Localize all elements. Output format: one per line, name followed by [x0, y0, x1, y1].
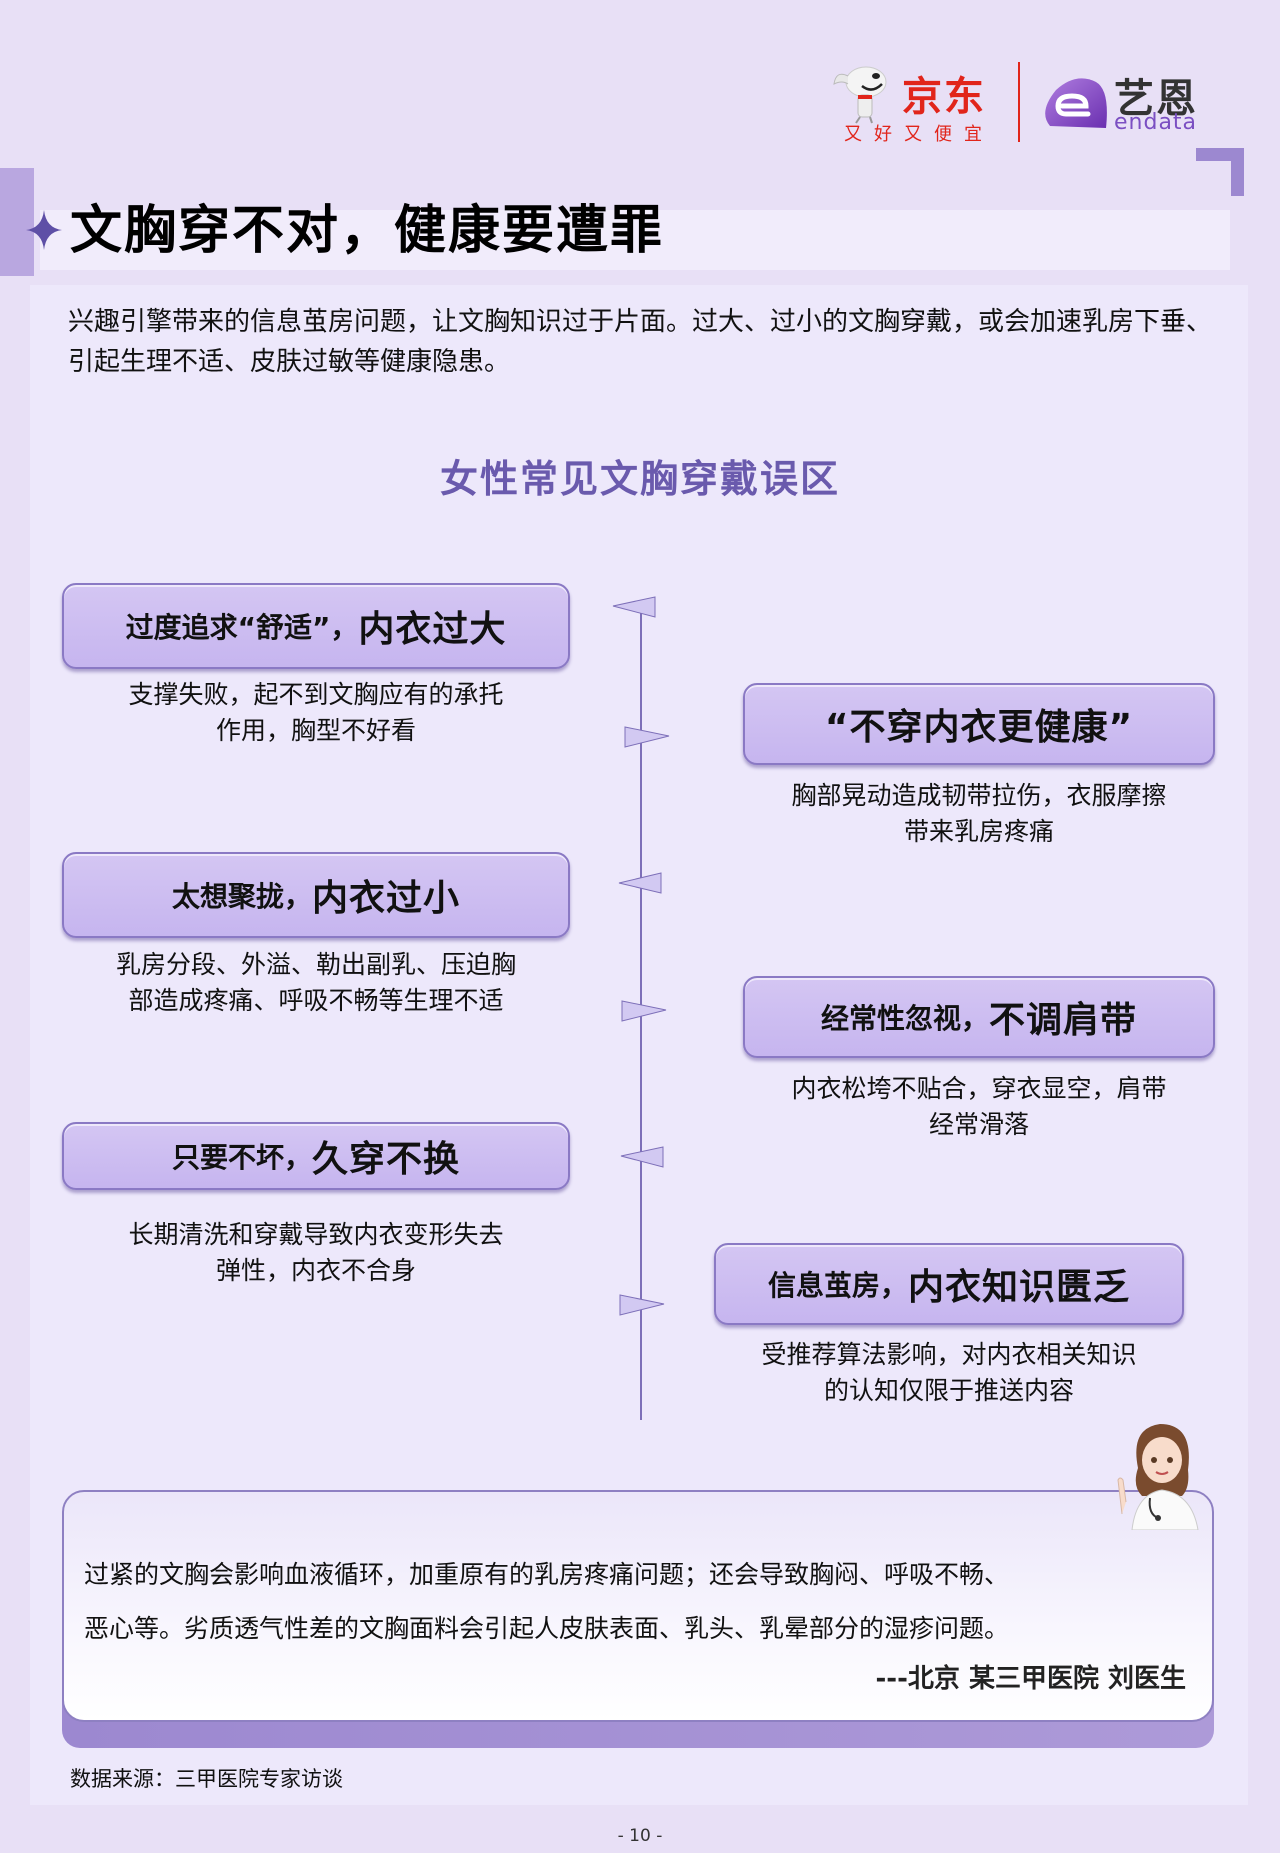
header-logos: 京东 又好又便宜 艺恩 endata: [830, 58, 1210, 148]
myth-emphasis: 不调肩带: [989, 1000, 1138, 1041]
myth-description: 受推荐算法影响，对内衣相关知识 的认知仅限于推送内容: [714, 1337, 1184, 1409]
jd-dog-mascot-icon: [833, 66, 887, 124]
myth-lead: 经常性忽视，: [820, 1002, 989, 1035]
myth-description: 内衣松垮不贴合，穿衣显空，肩带 经常滑落: [743, 1071, 1215, 1143]
myth-desc-line: 弹性，内衣不合身: [215, 1256, 416, 1285]
myth-emphasis: 内衣过大: [358, 609, 507, 650]
myth-emphasis: 内衣知识匮乏: [908, 1267, 1131, 1308]
intro-paragraph: 兴趣引擎带来的信息茧房问题，让文胸知识过于片面。过大、过小的文胸穿戴，或会加速乳…: [68, 307, 1213, 377]
myth-box-ignore-straps: 经常性忽视， 不调肩带: [743, 976, 1215, 1058]
quote-line: 过紧的文胸会影响血液循环，加重原有的乳房疼痛问题；还会导致胸闷、呼吸不畅、: [84, 1560, 1010, 1589]
timeline-marker-right-arrow-icon: [621, 1000, 667, 1022]
myth-box-never-replace: 只要不坏， 久穿不换: [62, 1122, 570, 1190]
myth-desc-line: 带来乳房疼痛: [903, 817, 1054, 846]
myth-desc-line: 受推荐算法影响，对内衣相关知识: [761, 1340, 1137, 1369]
data-source-note: 数据来源：三甲医院专家访谈: [70, 1767, 343, 1791]
myth-lead: 信息茧房，: [767, 1269, 908, 1302]
timeline-marker-left-arrow-icon: [618, 872, 662, 894]
myth-description: 长期清洗和穿戴导致内衣变形失去 弹性，内衣不合身: [62, 1217, 570, 1289]
myth-desc-line: 内衣松垮不贴合，穿衣显空，肩带: [791, 1074, 1167, 1103]
myth-desc-line: 部造成疼痛、呼吸不畅等生理不适: [128, 986, 504, 1015]
myth-desc-line: 经常滑落: [928, 1110, 1029, 1139]
myth-emphasis: 内衣过小: [312, 878, 461, 919]
jd-brand-name: 京东: [902, 74, 986, 120]
page-number: - 10 -: [617, 1826, 663, 1846]
corner-bracket-decoration: [1196, 148, 1244, 196]
doctor-quote: 过紧的文胸会影响血液循环，加重原有的乳房疼痛问题；还会导致胸闷、呼吸不畅、 恶心…: [84, 1548, 1204, 1656]
myth-box-bra-too-big: 过度追求“舒适”， 内衣过大: [62, 583, 570, 669]
jd-logo: 京东 又好又便宜: [830, 58, 1020, 148]
section-title: 女性常见文胸穿戴误区: [439, 457, 840, 501]
timeline-marker-right-arrow-icon: [624, 726, 670, 748]
quote-source: ---北京 某三甲医院 刘医生: [875, 1664, 1186, 1694]
logo-divider: [1018, 62, 1020, 142]
endata-logo: 艺恩 endata: [1042, 66, 1212, 146]
title-left-accent-bar: [0, 168, 34, 276]
myth-description: 支撑失败，起不到文胸应有的承托 作用，胸型不好看: [62, 677, 570, 749]
myth-box-no-bra-healthier: “不穿内衣更健康”: [743, 683, 1215, 765]
myth-box-bra-too-small: 太想聚拢， 内衣过小: [62, 852, 570, 938]
myth-description: 胸部晃动造成韧带拉伤，衣服摩擦 带来乳房疼痛: [743, 778, 1215, 850]
timeline-marker-left-arrow-icon: [612, 596, 656, 618]
endata-e-icon: [1045, 78, 1107, 128]
myth-desc-line: 作用，胸型不好看: [215, 716, 416, 745]
doctor-illustration-icon: [1117, 1424, 1199, 1530]
myth-description: 乳房分段、外溢、勒出副乳、压迫胸 部造成疼痛、呼吸不畅等生理不适: [62, 947, 570, 1019]
myth-desc-line: 的认知仅限于推送内容: [823, 1376, 1074, 1405]
myth-desc-line: 支撑失败，起不到文胸应有的承托: [128, 680, 504, 709]
myth-desc-line: 长期清洗和穿戴导致内衣变形失去: [128, 1220, 504, 1249]
title-band: [40, 210, 1230, 270]
endata-brand-name-cn: 艺恩: [1114, 76, 1198, 122]
sparkle-icon: [26, 210, 62, 250]
timeline-marker-right-arrow-icon: [619, 1294, 665, 1316]
quote-line: 恶心等。劣质透气性差的文胸面料会引起人皮肤表面、乳头、乳晕部分的湿疹问题。: [84, 1614, 1010, 1643]
endata-brand-name-en: endata: [1114, 110, 1198, 135]
myth-desc-line: 胸部晃动造成韧带拉伤，衣服摩擦: [791, 781, 1167, 810]
myth-box-info-cocoon: 信息茧房， 内衣知识匮乏: [714, 1243, 1184, 1325]
myth-emphasis: 久穿不换: [312, 1139, 461, 1180]
quote-card: [62, 1490, 1214, 1722]
myth-lead: 太想聚拢，: [171, 880, 312, 913]
myth-lead: 过度追求“舒适”，: [125, 611, 359, 644]
myth-emphasis: “不穿内衣更健康”: [824, 707, 1134, 748]
timeline-marker-left-arrow-icon: [620, 1146, 664, 1168]
page-title: 文胸穿不对，健康要遭罪: [70, 201, 665, 261]
jd-slogan: 又好又便宜: [844, 124, 994, 145]
myth-lead: 只要不坏，: [171, 1141, 312, 1174]
myth-desc-line: 乳房分段、外溢、勒出副乳、压迫胸: [115, 950, 516, 979]
